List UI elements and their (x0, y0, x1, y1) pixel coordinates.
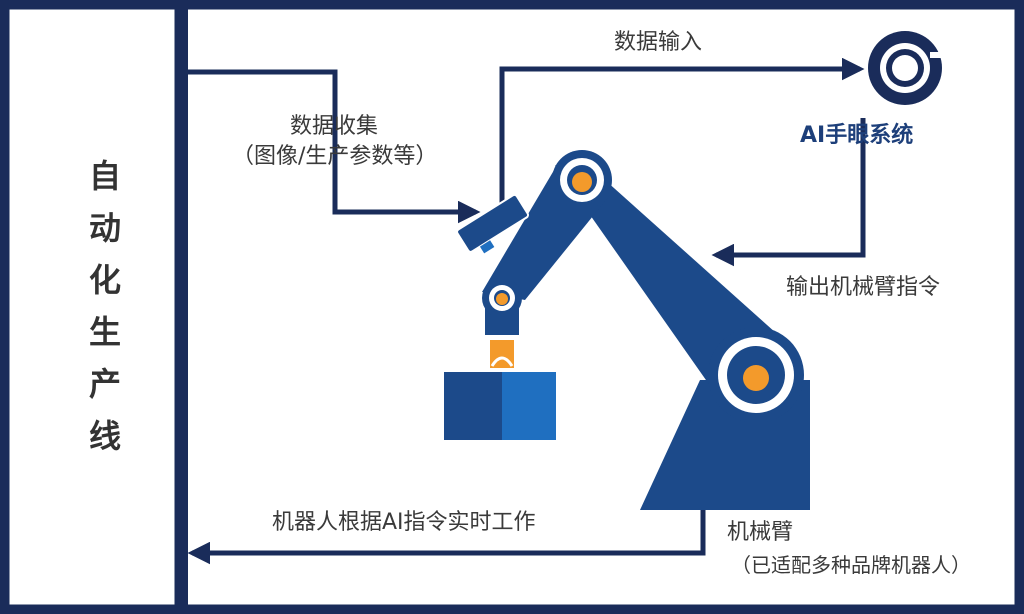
data-collection-label: 数据收集 (290, 114, 379, 139)
data-input-arrow (499, 57, 865, 215)
production-line-bar (176, 8, 188, 606)
data-collection-arrow (188, 69, 481, 224)
production-line-char: 自 (88, 157, 121, 195)
data-collection-detail: （图像/生产参数等） (232, 144, 438, 169)
output-command-label: 输出机械臂指令 (786, 275, 941, 300)
ai-system-name: AI手眼系统 (800, 123, 914, 148)
robot-arm-label: 机械臂 (727, 520, 794, 545)
output-command-arrow (711, 118, 866, 267)
ai-system-logo-icon (868, 31, 946, 105)
production-line-panel (6, 6, 178, 608)
production-line-char: 线 (88, 417, 121, 455)
data-input-label: 数据输入 (614, 30, 703, 55)
production-line-char: 产 (88, 365, 121, 403)
production-line-title: 自 动 化 生 产 线 (60, 150, 150, 462)
robot-work-label: 机器人根据AI指令实时工作 (272, 510, 536, 535)
production-line-char: 化 (88, 261, 121, 299)
robot-arm-icon (456, 150, 810, 510)
production-line-char: 动 (88, 209, 121, 247)
workpiece-box-icon (444, 372, 556, 440)
production-line-char: 生 (88, 313, 121, 351)
robot-arm-detail: （已适配多种品牌机器人） (731, 553, 971, 577)
